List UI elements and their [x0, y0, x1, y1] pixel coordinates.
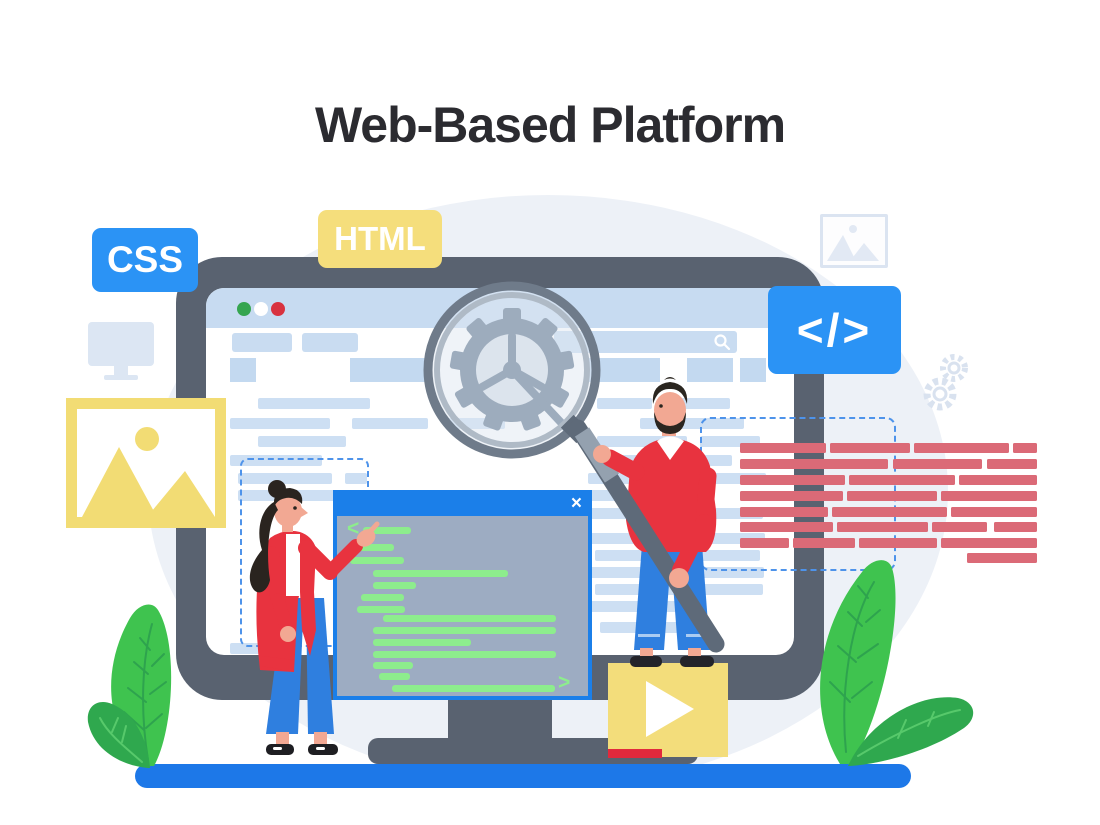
toolbar-button[interactable] — [232, 333, 292, 352]
plant-right — [788, 542, 993, 768]
image-frame-icon — [66, 398, 226, 528]
monitor-icon — [86, 320, 161, 382]
open-bracket-glyph: < — [347, 517, 360, 540]
magnifier-gear-icon — [400, 262, 630, 492]
ground-bar — [135, 764, 911, 788]
html-badge: HTML — [318, 210, 442, 268]
close-bracket-glyph: > — [558, 671, 571, 694]
image-placeholder-icon — [820, 214, 888, 268]
window-control-dot-white[interactable] — [254, 302, 268, 316]
search-icon — [713, 333, 731, 351]
play-button[interactable] — [608, 663, 728, 757]
gear-icon — [920, 350, 978, 414]
play-button-shadow — [608, 749, 662, 758]
css-badge: CSS — [92, 228, 198, 292]
toolbar-button[interactable] — [302, 333, 358, 352]
play-icon — [646, 681, 696, 739]
code-window-titlebar: × — [337, 493, 588, 516]
page-title: Web-Based Platform — [314, 97, 786, 153]
woman-figure — [228, 480, 384, 772]
search-input[interactable] — [554, 331, 737, 353]
plant-left — [78, 590, 238, 770]
code-snippet-red — [740, 443, 1040, 568]
close-icon[interactable]: × — [570, 493, 582, 514]
code-badge-label: </> — [796, 304, 873, 356]
man-figure — [558, 372, 738, 670]
monitor-stand — [448, 696, 552, 746]
css-badge-label: CSS — [106, 239, 184, 280]
window-control-dot-red[interactable] — [271, 302, 285, 316]
html-badge-label: HTML — [334, 220, 426, 257]
window-control-dot-green[interactable] — [237, 302, 251, 316]
code-badge: </> — [768, 286, 901, 374]
